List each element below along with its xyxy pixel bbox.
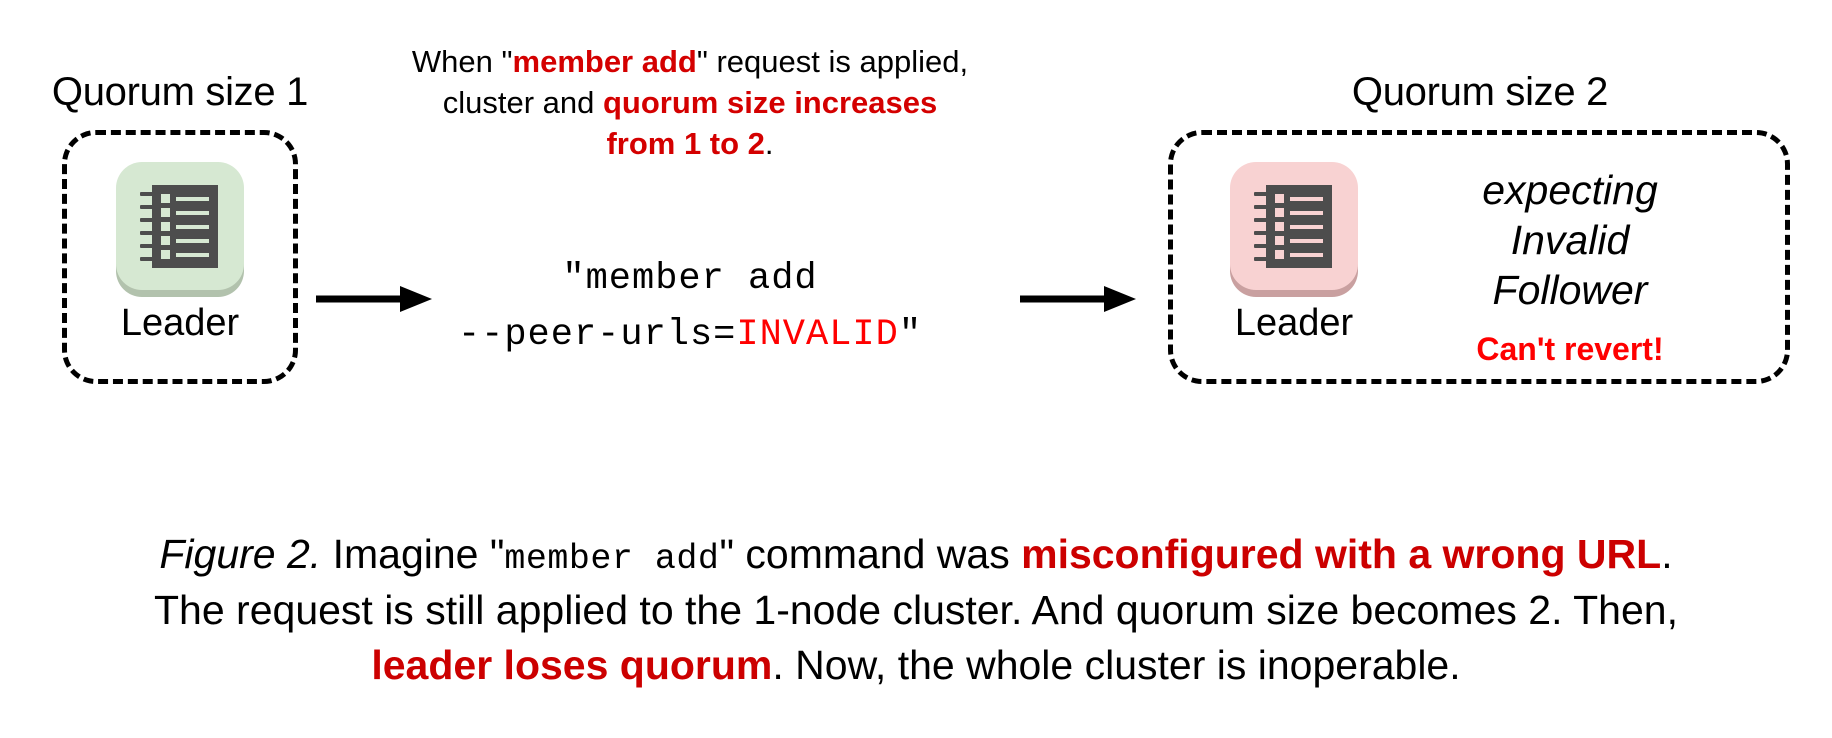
server-rack-icon [116,162,244,290]
left-cluster-title: Quorum size 1 [51,70,309,114]
status-line-expecting: expecting [1482,167,1658,213]
annotation-l1-highlight: member add [512,44,697,79]
status-warning-badge: Can't revert! [1476,331,1664,368]
right-cluster-title: Quorum size 2 [1351,70,1609,114]
caption-l1-highlight: misconfigured with a wrong URL [1021,531,1662,577]
right-cluster-box [1168,130,1790,384]
caption-figure-number: Figure 2. [159,531,322,577]
command-line-1: "member add [562,258,818,300]
caption-l1-a: Imagine " [321,531,505,577]
server-rack-icon [1230,162,1358,290]
right-leader-node: Leader [1230,162,1358,342]
left-leader-node: Leader [116,162,244,342]
figure-caption: Figure 2. Imagine "member add" command w… [0,527,1832,693]
annotation-l3-highlight: from 1 to 2 [606,125,765,161]
command-block: "member add --peer-urls=INVALID" [440,252,940,363]
annotation-text: When "member add" request is applied, cl… [390,42,990,165]
command-invalid-value: INVALID [736,313,899,356]
arrow-cluster-to-command [316,284,434,314]
caption-l1-b: " command was [719,531,1022,577]
annotation-l1-post: " request is applied, [696,44,969,79]
arrow-command-to-cluster [1020,284,1138,314]
command-closing-quote: " [898,313,923,356]
caption-l3-highlight: leader loses quorum [371,641,773,688]
caption-command-mono: member add [504,539,720,579]
command-flag: --peer-urls= [457,313,737,356]
caption-l1-c: . [1661,531,1673,577]
annotation-l3-post: . [764,125,774,161]
caption-line-1: Figure 2. Imagine "member add" command w… [0,527,1832,583]
annotation-l2-pre: cluster and [442,84,603,120]
command-line-2: --peer-urls=INVALID" [440,308,940,364]
left-leader-label: Leader [120,302,240,344]
right-leader-label: Leader [1234,302,1354,344]
left-cluster-box [62,130,298,384]
annotation-l2-highlight: quorum size increases [603,84,938,120]
status-line-follower: Follower [1492,267,1648,314]
right-cluster-status: expecting Invalid Follower Can't revert! [1420,165,1720,368]
caption-line-3: leader loses quorum. Now, the whole clus… [0,638,1832,693]
annotation-l1-pre: When " [411,44,513,79]
caption-l3-a: . Now, the whole cluster is inoperable. [772,641,1461,688]
status-line-invalid: Invalid [1510,217,1630,264]
caption-line-2: The request is still applied to the 1-no… [154,586,1678,633]
